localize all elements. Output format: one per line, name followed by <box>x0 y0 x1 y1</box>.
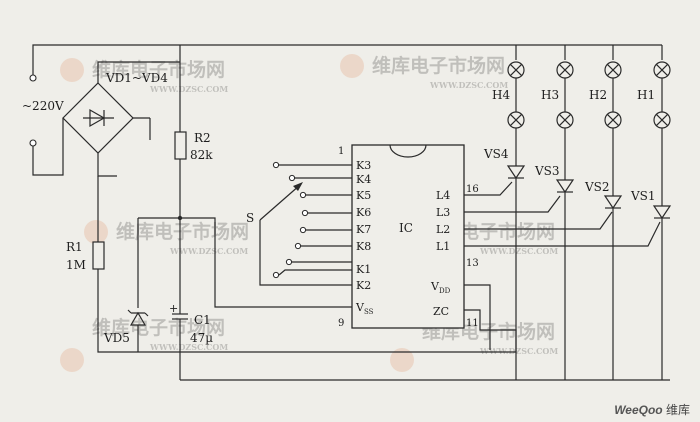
r1-name: R1 <box>66 240 83 254</box>
pin-k8: K8 <box>356 240 371 253</box>
lamp-label-h3: H3 <box>541 88 559 102</box>
lamp-h4: H4 <box>492 61 525 166</box>
triac-vs4: VS4 <box>483 147 526 380</box>
pin-13: 13 <box>466 258 479 269</box>
ac-input: ~220V <box>22 44 180 176</box>
ac-source-label: ~220V <box>22 99 64 113</box>
svg-text:+: + <box>169 302 178 315</box>
lamp-label-h1: H1 <box>637 88 655 102</box>
triac-label-vs2: VS2 <box>584 180 610 194</box>
lamp-bus <box>180 44 663 60</box>
pin-k3: K3 <box>356 159 371 172</box>
pin-16: 16 <box>466 184 479 195</box>
svg-text:WWW.DZSC.COM: WWW.DZSC.COM <box>429 80 508 90</box>
lamp-h2: H2 <box>589 61 622 196</box>
rotary-switch: S <box>246 161 352 286</box>
lamp-label-h4: H4 <box>492 88 510 102</box>
watermark: 维库电子市场网 WWW.DZSC.COM <box>84 220 249 256</box>
pin-l2: L2 <box>436 223 450 236</box>
pin-zc: ZC <box>433 305 449 318</box>
triac-vs1: VS1 <box>630 189 672 380</box>
triac-vs3: VS3 <box>534 164 575 380</box>
svg-text:WWW.DZSC.COM: WWW.DZSC.COM <box>479 346 558 356</box>
lamp-label-h2: H2 <box>589 88 607 102</box>
bridge-rectifier: VD1~VD4 <box>62 61 180 177</box>
ic-chip: IC 1 K3 K4 K5 K6 K7 K8 K1 K2 VSS 9 L4 L3… <box>338 144 661 350</box>
pin-vdd: VDD <box>430 280 451 295</box>
pin-l4: L4 <box>436 189 450 202</box>
watermark: 维库电子市场网 WWW.DZSC.COM <box>340 54 508 90</box>
pin-l1: L1 <box>436 240 450 253</box>
pin-k4: K4 <box>356 173 371 186</box>
ic-label: IC <box>399 221 413 235</box>
switch-label: S <box>246 211 254 225</box>
svg-text:WWW.DZSC.COM: WWW.DZSC.COM <box>149 84 228 94</box>
watermark: 维库电子市场网 WWW.DZSC.COM <box>60 58 228 94</box>
rails <box>149 118 670 381</box>
svg-text:WWW.DZSC.COM: WWW.DZSC.COM <box>149 342 228 352</box>
pin-9: 9 <box>338 318 344 329</box>
footer-logo: WeeQoo <box>614 403 663 417</box>
c1-name: C1 <box>194 313 211 327</box>
pin-1: 1 <box>338 146 344 157</box>
r2-value: 82k <box>190 148 213 162</box>
r1-value: 1M <box>66 258 86 272</box>
resistor-r2: R2 82k <box>174 45 213 218</box>
svg-text:维库电子市场网: 维库电子市场网 <box>116 220 249 243</box>
pin-k6: K6 <box>356 206 371 219</box>
pin-k5: K5 <box>356 189 371 202</box>
zener-vd5: VD5 <box>103 215 216 352</box>
pin-11: 11 <box>466 318 479 329</box>
pin-k7: K7 <box>356 223 371 236</box>
lamp-h1: H1 <box>637 61 671 206</box>
svg-text:WWW.DZSC.COM: WWW.DZSC.COM <box>479 246 558 256</box>
triac-vs2: VS2 <box>584 180 623 380</box>
lamp-h3: H3 <box>541 61 574 180</box>
svg-text:WWW.DZSC.COM: WWW.DZSC.COM <box>169 246 248 256</box>
triac-label-vs4: VS4 <box>483 147 509 161</box>
svg-text:维库电子市场网: 维库电子市场网 <box>92 316 225 339</box>
resistor-r1: R1 1M <box>66 176 138 353</box>
pin-k1: K1 <box>356 263 371 276</box>
svg-text:维库电子市场网: 维库电子市场网 <box>372 54 505 77</box>
r2-name: R2 <box>194 131 211 145</box>
watermark: 维库电子市场网 WWW.DZSC.COM <box>60 316 228 372</box>
triac-label-vs3: VS3 <box>534 164 560 178</box>
footer-brand: WeeQoo 维库 <box>614 401 690 418</box>
pin-vss: VSS <box>355 301 374 316</box>
svg-text:维库电子市场网: 维库电子市场网 <box>92 58 225 81</box>
pin-l3: L3 <box>436 206 450 219</box>
triac-label-vs1: VS1 <box>630 189 656 203</box>
pin-k2: K2 <box>356 279 371 292</box>
vd5-label: VD5 <box>103 331 130 345</box>
c1-value: 47µ <box>190 331 213 345</box>
footer-name: 维库 <box>665 403 690 417</box>
bridge-label: VD1~VD4 <box>105 71 168 85</box>
